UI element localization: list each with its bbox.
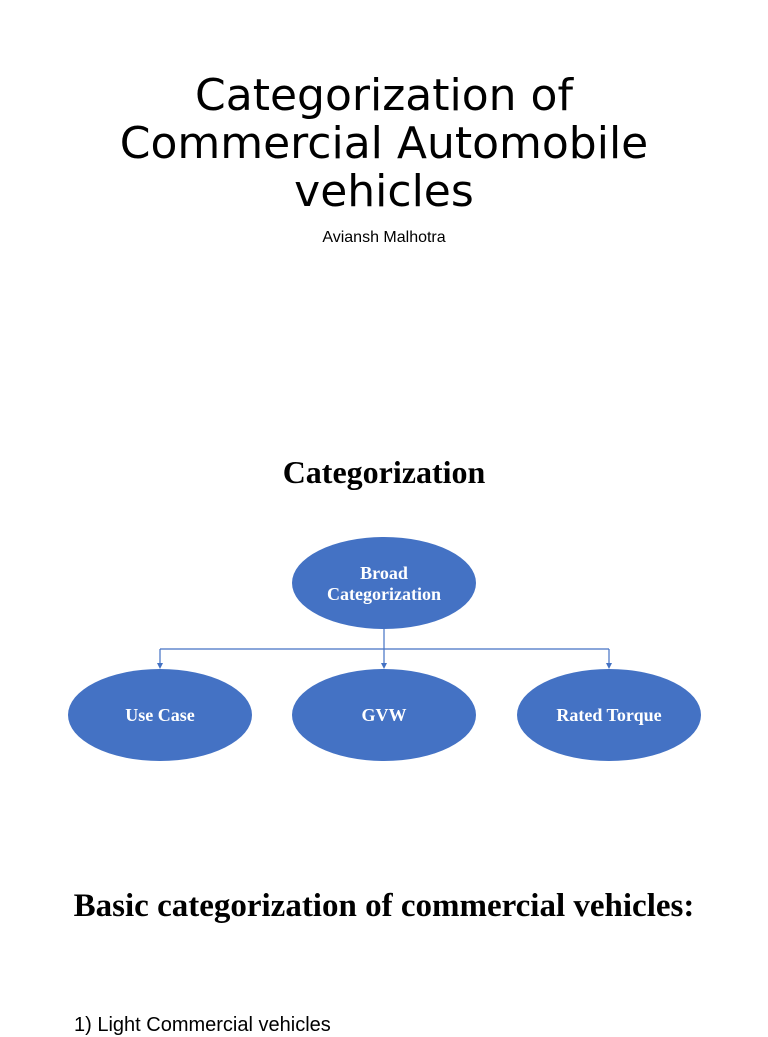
title-line-1: Categorization of bbox=[195, 70, 573, 121]
arrowhead-rated-torque bbox=[606, 663, 612, 669]
diagram-connectors bbox=[159, 629, 610, 666]
node-use-case: Use Case bbox=[68, 669, 252, 761]
arrowhead-gvw bbox=[381, 663, 387, 669]
node-rated-torque: Rated Torque bbox=[517, 669, 701, 761]
diagram-arrowheads bbox=[157, 663, 612, 669]
author-name: Aviansh Malhotra bbox=[322, 229, 446, 246]
node-broad-categorization-label-line-1: Broad bbox=[360, 563, 408, 583]
title-line-2: Commercial Automobile bbox=[119, 118, 649, 169]
section-heading-categorization: Categorization bbox=[282, 454, 486, 490]
node-broad-categorization: Broad Categorization bbox=[292, 537, 476, 629]
node-gvw-label: GVW bbox=[362, 705, 407, 725]
node-broad-categorization-label-line-2: Categorization bbox=[327, 584, 441, 604]
title-line-3: vehicles bbox=[294, 166, 474, 217]
node-rated-torque-label: Rated Torque bbox=[556, 705, 661, 725]
arrowhead-use-case bbox=[157, 663, 163, 669]
node-use-case-label: Use Case bbox=[125, 705, 195, 725]
section-heading-basic-categorization: Basic categorization of commercial vehic… bbox=[73, 888, 695, 924]
list-item-light-commercial-vehicles: 1) Light Commercial vehicles bbox=[74, 1014, 331, 1036]
document-title: Categorization of Commercial Automobile … bbox=[0, 72, 768, 216]
node-gvw: GVW bbox=[292, 669, 476, 761]
categorization-diagram: Broad Categorization Use Case GVW Rated … bbox=[68, 537, 701, 761]
